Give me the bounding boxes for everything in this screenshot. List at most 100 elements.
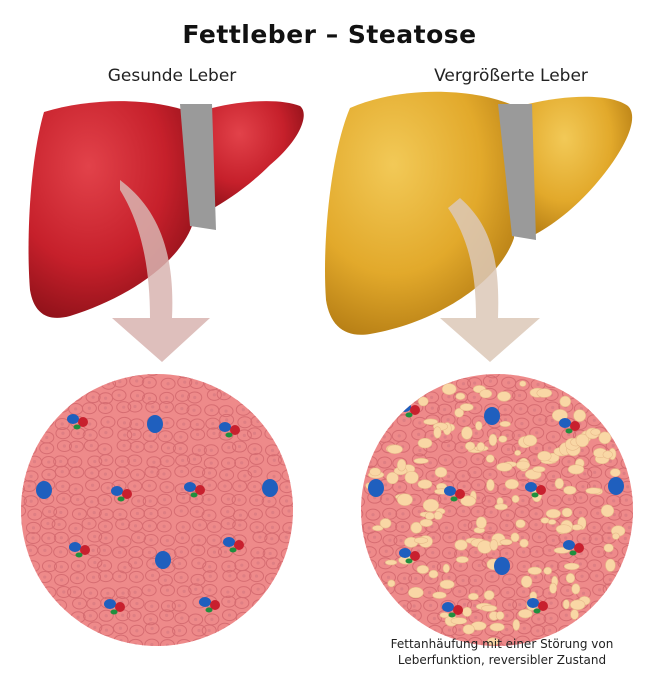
fat-droplet <box>523 434 538 447</box>
cell-nucleus <box>567 391 572 396</box>
cell-nucleus <box>21 396 22 400</box>
hepatocyte-cell <box>38 638 54 646</box>
fat-droplet <box>603 543 614 553</box>
cell-nucleus <box>507 603 512 607</box>
cell-nucleus <box>104 396 108 400</box>
fat-droplet <box>570 599 586 611</box>
cell-nucleus <box>226 521 230 526</box>
hepatocyte-cell <box>543 612 559 625</box>
cell-nucleus <box>487 535 491 539</box>
hepatocyte-cell <box>361 495 365 508</box>
hepatocyte-cell <box>87 556 103 569</box>
hepatocyte-cell <box>361 545 365 558</box>
hepatocyte-cell <box>361 377 363 390</box>
cell-nucleus <box>417 381 422 386</box>
cell-nucleus <box>547 446 552 450</box>
hepatocyte-cell <box>85 391 101 404</box>
cell-nucleus <box>43 627 47 631</box>
cell-nucleus <box>476 509 480 514</box>
cell-nucleus <box>210 383 214 387</box>
hepatocyte-cell <box>96 544 112 557</box>
cell-nucleus <box>427 591 432 595</box>
cell-nucleus <box>595 604 599 609</box>
cell-nucleus <box>210 408 214 412</box>
hepatocyte-cell <box>546 374 562 378</box>
hepatocyte-cell <box>114 466 130 479</box>
hepatocyte-cell <box>159 609 175 622</box>
hepatocyte-cell <box>189 418 205 431</box>
cell-nucleus <box>241 408 245 412</box>
cell-nucleus <box>401 391 405 396</box>
cell-nucleus <box>564 629 568 633</box>
cell-nucleus <box>503 408 507 412</box>
cell-nucleus <box>135 445 139 449</box>
cell-nucleus <box>581 591 586 595</box>
cell-nucleus <box>106 366 109 369</box>
cell-nucleus <box>355 588 358 591</box>
cell-nucleus <box>194 587 198 591</box>
cell-nucleus <box>272 458 276 462</box>
fat-droplet <box>498 435 508 443</box>
hepatocyte-cell <box>528 362 542 373</box>
cell-nucleus <box>271 561 275 565</box>
cell-nucleus <box>195 381 199 385</box>
cell-nucleus <box>166 382 170 386</box>
fat-droplet <box>387 444 403 454</box>
fat-droplet <box>571 583 581 595</box>
cell-nucleus <box>433 629 437 633</box>
hepatocyte-cell <box>532 413 548 426</box>
cell-nucleus <box>60 405 64 409</box>
cell-nucleus <box>180 487 184 491</box>
cell-nucleus <box>93 560 97 565</box>
cell-nucleus <box>227 564 231 569</box>
fat-droplet <box>494 503 508 511</box>
cell-nucleus <box>473 578 477 583</box>
cell-nucleus <box>412 613 417 618</box>
hepatocyte-cell <box>68 522 84 535</box>
cell-nucleus <box>627 628 631 632</box>
fat-droplet <box>485 454 495 463</box>
hepatocyte-cell <box>160 600 176 613</box>
cell-nucleus <box>208 641 212 645</box>
cell-nucleus <box>368 630 372 634</box>
cell-nucleus <box>624 513 628 517</box>
fatty-liver-arrow <box>440 198 540 362</box>
cell-nucleus <box>212 431 216 435</box>
hepatocyte-cell <box>143 613 159 626</box>
fat-droplet <box>536 388 553 398</box>
cell-nucleus <box>287 642 291 646</box>
cell-nucleus <box>73 393 77 398</box>
hepatocyte-cell <box>131 494 147 507</box>
hepatocyte-cell <box>250 623 266 636</box>
hepatocyte-cell <box>412 377 428 390</box>
hepatocyte-cell <box>51 374 67 378</box>
cell-nucleus <box>611 368 614 371</box>
cell-nucleus <box>74 539 78 543</box>
cell-nucleus <box>194 497 198 501</box>
cell-nucleus <box>462 366 465 369</box>
hepatocyte-cell <box>366 596 382 609</box>
hepatocyte-cell <box>500 443 516 456</box>
hepatocyte-cell <box>235 390 251 403</box>
cell-nucleus <box>253 512 258 516</box>
hepatocyte-cell <box>126 428 142 441</box>
hepatocyte-cell <box>365 508 381 521</box>
hepatocyte-cell <box>54 400 70 413</box>
hepatocyte-cell <box>21 439 24 452</box>
hepatocyte-cell <box>141 546 157 559</box>
fat-droplet <box>462 624 475 635</box>
hepatocyte-cell <box>25 521 41 534</box>
cell-nucleus <box>28 367 31 370</box>
fatty-liver-left-lobe <box>528 96 633 236</box>
cell-nucleus <box>117 550 122 555</box>
hepatocyte-cell <box>531 531 547 544</box>
hepatocyte-cell <box>53 389 69 402</box>
hepatocyte-cell <box>187 374 203 376</box>
cell-nucleus <box>592 525 596 530</box>
hepatocyte-cell <box>232 480 248 493</box>
hepatocyte-cell <box>249 494 265 507</box>
hepatocyte-cell <box>41 532 57 545</box>
fat-droplet <box>417 479 433 489</box>
hepatocyte-cell <box>252 531 268 544</box>
portal-triad <box>104 599 125 615</box>
